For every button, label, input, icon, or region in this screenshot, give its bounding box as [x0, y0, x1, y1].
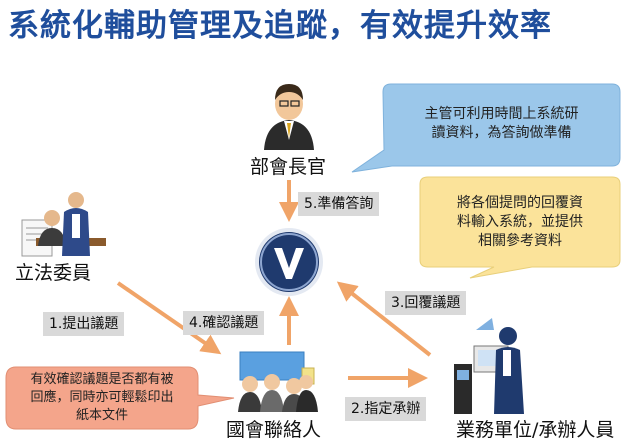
arrow-legislator-to-liaison: [116, 281, 222, 355]
step-2-label: 2.指定承辦: [345, 397, 427, 421]
node-label-business-unit: 業務單位/承辦人員: [456, 419, 615, 441]
callout-liaison-note: 有效確認議題是否都有被 回應，同時亦可輕鬆印出 紙本文件: [8, 368, 196, 428]
liaison-figure-icon: [238, 351, 318, 412]
step-4-label: 4.確認議題: [183, 311, 265, 335]
callout-minister-note: 主管可利用時間上系統研 讀資料，為答詢做準備: [385, 86, 618, 162]
step-5-label: 5.準備答詢: [298, 192, 380, 216]
callout-orange-shape: [5, 366, 235, 430]
callout-minister-line-1: 主管可利用時間上系統研: [424, 106, 579, 122]
callout-yellow-shape: [419, 176, 621, 279]
callout-liaison-line-1: 有效確認議題是否都有被: [30, 372, 174, 387]
callout-business-line-2: 料輸入系統，並提供: [457, 213, 583, 230]
v-logo-icon: [255, 228, 323, 296]
node-label-legislator: 立法委員: [15, 262, 92, 284]
callout-liaison-line-3: 紙本文件: [75, 408, 128, 423]
minister-figure-icon: [264, 84, 314, 150]
legislator-figure-icon: [21, 192, 106, 257]
callout-liaison-line-2: 回應，同時亦可輕鬆印出: [30, 390, 174, 405]
step-3-label: 3.回覆議題: [385, 291, 467, 315]
callout-minister-line-2: 讀資料，為答詢做準備: [431, 125, 572, 141]
callout-blue-shape: [351, 83, 621, 173]
business-unit-figure-icon: [454, 318, 524, 414]
step-1-label: 1.提出議題: [43, 312, 125, 336]
node-label-liaison: 國會聯絡人: [226, 419, 322, 441]
node-label-minister: 部會長官: [250, 156, 327, 178]
page-title: 系統化輔助管理及追蹤，有效提升效率: [8, 8, 552, 44]
callout-business-line-3: 相關參考資料: [478, 232, 562, 249]
arrow-business-to-center: [336, 281, 432, 357]
callout-business-line-1: 將各個提問的回覆資: [457, 194, 583, 211]
callout-business-note: 將各個提問的回覆資 料輸入系統，並提供 相關參考資料: [422, 179, 618, 265]
